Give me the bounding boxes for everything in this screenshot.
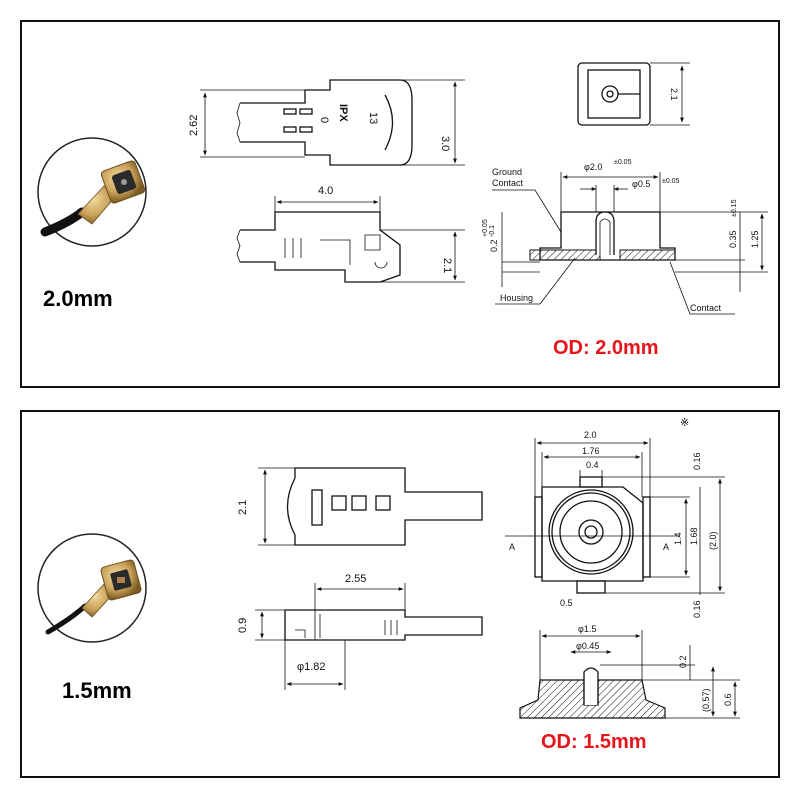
ground-contact-label-1: Ground — [492, 167, 522, 177]
dim-0-9: 0.9 — [237, 618, 249, 633]
marking-brand: IPX — [337, 104, 349, 122]
dim-0-4: 0.4 — [586, 460, 599, 470]
dim-1-25: 1.25 — [750, 230, 760, 248]
section-mark-right: A — [663, 542, 669, 552]
section-mark-left: A — [509, 542, 515, 552]
dim-2-55: 2.55 — [345, 573, 366, 585]
size-label-1-5mm: 1.5mm — [62, 678, 132, 703]
dim-2-1-top: 2.1 — [669, 88, 679, 101]
dim-2-62: 2.62 — [188, 115, 200, 136]
plug-side-view-2mm: 13 IPX 0 2.62 3.0 — [188, 79, 465, 166]
tol-phi-2-0: ±0.05 — [614, 159, 632, 166]
contact-label: Contact — [690, 303, 722, 313]
connector-photo-1-5mm — [37, 533, 147, 643]
marking-zero: 0 — [318, 117, 330, 123]
receptacle-top-view-2mm: 2.1 — [577, 62, 690, 126]
size-label-2mm: 2.0mm — [43, 286, 113, 311]
dim-0-2-b: 0.2 — [678, 655, 688, 668]
receptacle-top-view-1-5mm: ※ A A 2.0 1.76 0.4 1.4 1.68 (2.0) — [505, 417, 725, 618]
tol-0-35: ±0.15 — [731, 199, 738, 217]
marking-number: 13 — [367, 112, 379, 124]
dim-phi-0-45: φ0.45 — [576, 641, 599, 651]
connector-photo-2mm — [37, 137, 147, 247]
plug-side-view-1-5mm: 2.1 — [237, 467, 483, 546]
plug-front-view-1-5mm: 2.55 0.9 φ1.82 — [237, 573, 483, 690]
od-label-2mm: OD: 2.0mm — [553, 337, 659, 359]
dim-4-0: 4.0 — [318, 185, 333, 197]
dim-0-57: (0.57) — [701, 688, 711, 712]
dim-phi-1-5: φ1.5 — [578, 624, 596, 634]
dim-3-0: 3.0 — [439, 136, 451, 151]
dim-0-5: 0.5 — [560, 598, 573, 608]
dim-1-76: 1.76 — [582, 446, 600, 456]
dim-phi-2-0: φ2.0 — [584, 162, 602, 172]
dim-2-0-paren: (2.0) — [708, 531, 718, 550]
dim-0-35: 0.35 — [728, 230, 738, 248]
receptacle-section-1-5mm: φ1.5 φ0.45 0.2 (0.57) 0.6 — [519, 624, 740, 719]
dim-1-68: 1.68 — [689, 527, 699, 545]
dim-phi-1-82: φ1.82 — [297, 661, 326, 673]
plug-front-view-2mm: 4.0 2.1 — [236, 185, 465, 283]
dim-2-0-width: 2.0 — [584, 430, 597, 440]
tol-0-2-plus: +0.05 — [482, 219, 489, 237]
dim-0-16-top: 0.16 — [692, 452, 702, 470]
dim-1-4: 1.4 — [673, 532, 683, 545]
dim-2-1-side: 2.1 — [237, 500, 249, 515]
dim-0-6: 0.6 — [723, 693, 733, 706]
panel-2mm: 2.0mm 13 IPX 0 2.62 3.0 4.0 — [20, 20, 780, 388]
tol-0-2-minus: -0.1 — [489, 225, 496, 237]
tol-phi-0-5: ±0.05 — [662, 178, 680, 185]
housing-label: Housing — [500, 293, 533, 303]
receptacle-section-2mm: φ2.0 ±0.05 φ0.5 ±0.05 Ground Contact 0.2… — [482, 159, 768, 315]
dim-0-16-bottom: 0.16 — [692, 600, 702, 618]
od-label-1-5mm: OD: 1.5mm — [541, 731, 647, 753]
ground-contact-label-2: Contact — [492, 178, 524, 188]
dim-2-1-front: 2.1 — [441, 258, 453, 273]
note-mark: ※ — [680, 417, 689, 429]
dim-0-2: 0.2 — [489, 239, 499, 252]
dim-phi-0-5: φ0.5 — [632, 179, 650, 189]
panel-1-5mm: 1.5mm 2.1 2.55 0.9 φ1.82 ※ — [20, 410, 780, 778]
